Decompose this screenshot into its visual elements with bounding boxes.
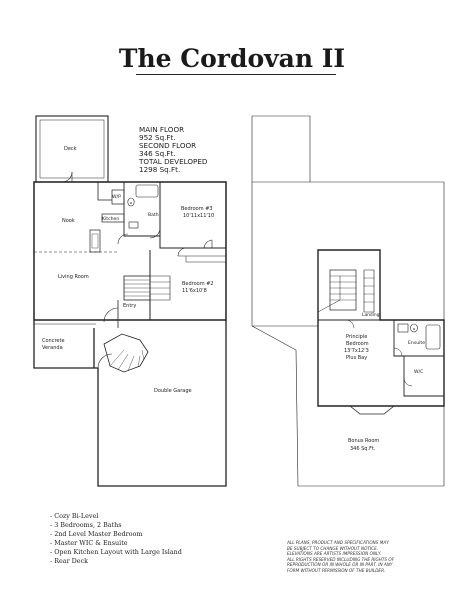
room-bedroom2-size: 11'6x10'8 (182, 288, 207, 294)
room-nook-label: Nook (62, 218, 75, 224)
disclaimer-line: All rights reserved including the rights… (287, 556, 395, 562)
room-labels: Deck Nook Kitchen W/P Bath Bedroom #3 10… (42, 146, 425, 452)
room-wp-label: W/P (112, 194, 121, 200)
room-kitchen-label: Kitchen (102, 216, 119, 222)
area-stats: MAIN FLOOR 952 Sq.Ft. SECOND FLOOR 346 S… (138, 125, 208, 174)
room-principle-label-1: Principle (346, 334, 367, 340)
room-veranda-label-1: Concrete (42, 338, 65, 344)
main-floor-area: 952 Sq.Ft. (139, 133, 176, 142)
room-principle-size: 13'7x12'3 (344, 348, 369, 354)
feature-item: - Master WIC & Ensuite (50, 539, 128, 547)
room-principle-label-2: Bedroom (346, 341, 369, 347)
room-living-label: Living Room (58, 274, 89, 280)
room-principle-bay: Plus Bay (346, 355, 367, 361)
room-ensuite-label: Ensuite (408, 340, 425, 346)
feature-item: - 2nd Level Master Bedroom (50, 530, 143, 538)
room-bonus-name: Bonus Room (348, 438, 379, 444)
room-landing-label: Landing (362, 312, 380, 318)
disclaimer-line: All plans, product and specifications ma… (287, 540, 389, 545)
fixture-marks (130, 202, 415, 330)
feature-item: - 3 Bedrooms, 2 Baths (50, 521, 122, 529)
second-floor-label: SECOND FLOOR (139, 141, 196, 150)
room-bedroom2-name: Bedroom #2 (182, 281, 214, 287)
main-floor-label: MAIN FLOOR (139, 125, 184, 134)
disclaimer-line: reproduction or in whole or in part, in … (287, 562, 393, 568)
feature-item: - Open Kitchen Layout with Large Island (50, 548, 182, 556)
room-bedroom3-size: 10'11x11'10 (183, 213, 214, 219)
room-deck-label: Deck (64, 146, 77, 152)
feature-item: - Rear Deck (50, 557, 89, 565)
main-floor-plan (33, 115, 227, 487)
page-title: The Cordovan II (118, 44, 346, 73)
room-bonus-area: 346 Sq.Ft. (350, 446, 376, 452)
second-floor-area: 346 Sq.Ft. (139, 149, 176, 158)
room-bath-label: Bath (148, 212, 159, 218)
disclaimer-line: form without permission of the builder. (287, 567, 386, 573)
title-underline (136, 74, 336, 75)
feature-list: - Cozy Bi-Level - 3 Bedrooms, 2 Baths - … (50, 512, 182, 566)
disclaimer-line: Elevations are artists impression only. (287, 551, 382, 557)
room-garage-label: Double Garage (154, 388, 192, 394)
total-developed-label: TOTAL DEVELOPED (138, 157, 208, 166)
disclaimer: All plans, product and specifications ma… (287, 540, 427, 574)
disclaimer-line: be subject to change without notice. (287, 545, 379, 551)
room-entry-label: Entry (123, 303, 136, 309)
second-floor-plan (251, 115, 445, 487)
room-bedroom3-name: Bedroom #3 (181, 206, 213, 212)
feature-item: - Cozy Bi-Level (50, 512, 99, 520)
room-veranda-label-2: Veranda (42, 345, 63, 351)
total-developed-area: 1298 Sq.Ft. (139, 165, 180, 174)
room-wic-label: W/C (414, 369, 423, 375)
